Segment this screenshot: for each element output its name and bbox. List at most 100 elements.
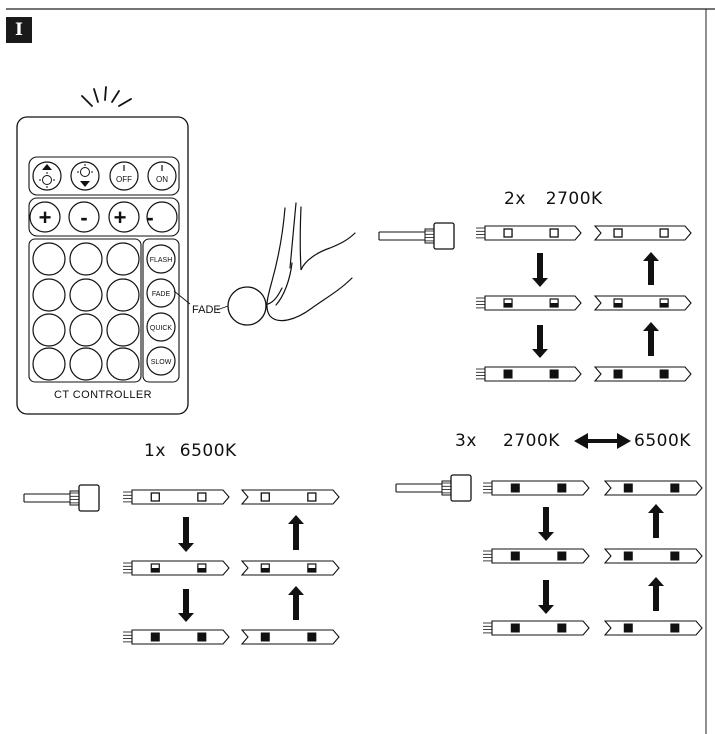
strip-outline <box>491 620 590 636</box>
controller-plug-icon <box>378 222 455 250</box>
remote-title: CT CONTROLLER <box>54 389 152 401</box>
arrow-shaft <box>537 253 543 278</box>
led-chip-off <box>260 492 270 502</box>
fade-callout: FADE <box>173 286 267 326</box>
strip-outline <box>484 225 582 241</box>
color-button[interactable] <box>106 242 140 276</box>
strip-outline <box>131 629 230 645</box>
strip-outline <box>240 489 340 505</box>
slow-button[interactable]: SLOW <box>146 346 176 376</box>
arrow-shaft <box>183 517 189 543</box>
arrow-head <box>532 278 548 287</box>
color-button[interactable] <box>32 242 66 276</box>
quick-button[interactable]: QUICK <box>146 312 176 342</box>
mode-2x-temp: 2700K <box>545 189 603 209</box>
strip-outline <box>593 366 692 382</box>
strip-outline <box>491 548 590 564</box>
flash-button[interactable]: FLASH <box>146 244 176 274</box>
strip-outline <box>593 295 692 311</box>
led-chip-on <box>549 369 559 379</box>
arrow-down-icon <box>178 517 194 552</box>
arrow-down-icon <box>178 589 194 622</box>
plug-body <box>433 222 455 250</box>
on-button[interactable]: ON <box>147 161 177 191</box>
color-button[interactable] <box>32 313 66 347</box>
strip-outline <box>484 366 582 382</box>
strip-outline <box>484 295 582 311</box>
arrow-head <box>643 322 659 331</box>
color-button-grid <box>32 242 140 381</box>
warm-minus-label: - <box>80 205 87 230</box>
led-chip-on <box>510 623 520 633</box>
quick-button-label: QUICK <box>150 325 173 332</box>
arrow-shaft <box>293 595 299 620</box>
off-button-label: OFF <box>116 175 132 184</box>
warm-plus-button[interactable]: + <box>29 201 61 233</box>
led-strip <box>603 620 703 636</box>
brightness-down-button[interactable] <box>70 161 100 191</box>
led-chip-on <box>623 623 633 633</box>
led-strip <box>476 225 582 241</box>
led-chip-on <box>613 369 623 379</box>
arrow-shaft <box>183 589 189 613</box>
arrow-shaft <box>543 507 549 532</box>
cool-plus-button[interactable]: + <box>108 201 140 233</box>
fade-button[interactable]: FADE <box>146 278 176 308</box>
led-chip-half-fill <box>151 568 160 572</box>
arrow-head <box>532 349 548 358</box>
color-button[interactable] <box>69 347 103 381</box>
led-chip-off <box>150 492 160 502</box>
led-chip-on <box>670 483 680 493</box>
flash-button-label: FLASH <box>150 257 173 264</box>
led-strip <box>593 366 692 382</box>
arrow-up-icon <box>288 586 304 620</box>
color-button[interactable] <box>32 278 66 312</box>
warm-minus-button[interactable]: - <box>68 201 100 233</box>
color-button[interactable] <box>106 347 140 381</box>
color-button[interactable] <box>32 347 66 381</box>
remote-control: OFF ON + - + - <box>16 116 189 415</box>
brightness-up-icon <box>39 164 55 188</box>
magnified-fade-button <box>227 286 267 326</box>
brightness-up-button[interactable] <box>32 161 62 191</box>
arrow-down-icon <box>538 507 554 541</box>
arrow-head <box>538 605 554 614</box>
arrow-shaft <box>653 513 659 538</box>
mode-3x-temp-to: 6500K <box>634 431 691 451</box>
color-button[interactable] <box>69 278 103 312</box>
led-strip <box>603 548 703 564</box>
mode-3x-count: 3x <box>455 431 477 451</box>
led-strip <box>240 489 340 505</box>
led-strip <box>123 629 230 645</box>
plug-body <box>78 484 100 512</box>
led-chip-on <box>260 632 270 642</box>
color-button[interactable] <box>106 278 140 312</box>
cool-minus-label: - <box>146 205 153 230</box>
cool-minus-button[interactable]: - <box>146 201 178 233</box>
strip-outline <box>603 480 703 496</box>
arrow-shaft <box>293 524 299 550</box>
mode-3x-heading: 3x 2700K 6500K <box>455 431 690 451</box>
arrow-up-icon <box>648 577 664 611</box>
led-chip-off <box>503 228 513 238</box>
color-button[interactable] <box>106 313 140 347</box>
arrow-head <box>178 543 194 552</box>
cool-plus-label: + <box>114 205 127 230</box>
arrow-shaft <box>537 325 543 349</box>
off-button[interactable]: OFF <box>109 161 139 191</box>
led-chip-off <box>613 228 623 238</box>
strip-outline <box>240 629 340 645</box>
fade-callout-label: FADE <box>192 304 221 316</box>
led-chip-off <box>307 492 317 502</box>
arrow-down-icon <box>532 253 548 287</box>
color-button[interactable] <box>69 313 103 347</box>
strip-outline <box>603 620 703 636</box>
plug-body <box>450 474 472 502</box>
color-button[interactable] <box>69 242 103 276</box>
pressing-hand-icon <box>266 202 356 322</box>
led-chip-half-fill <box>261 568 270 572</box>
strip-outline <box>491 480 590 496</box>
arrow-down-icon <box>532 325 548 358</box>
arrow-head <box>648 504 664 513</box>
